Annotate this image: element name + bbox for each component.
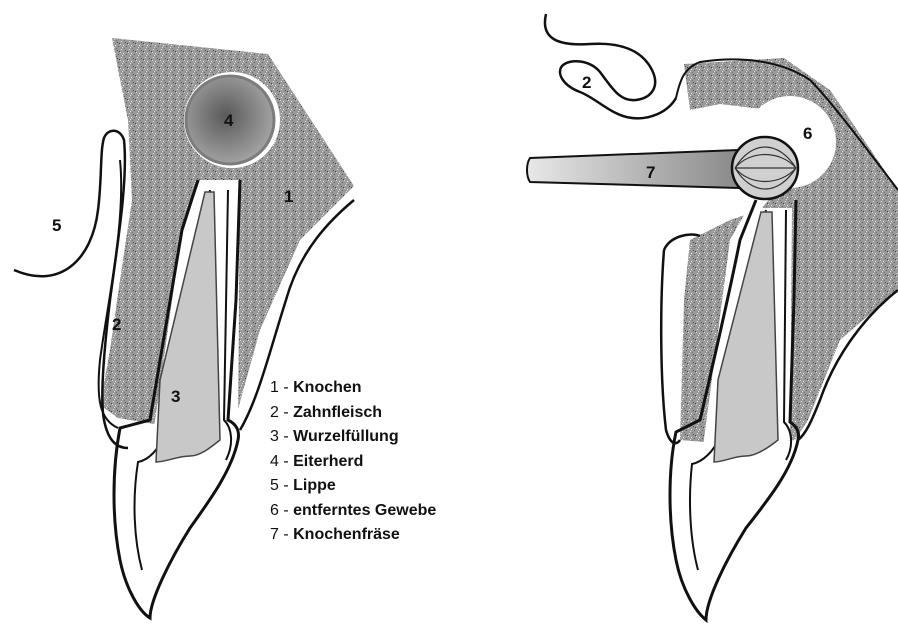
marker-removed-tissue: 6 xyxy=(803,124,812,143)
marker-gum-right: 2 xyxy=(582,73,591,92)
right-gum xyxy=(545,14,676,118)
legend-item: 2 - Zahnfleisch xyxy=(270,401,436,426)
bur-shaft xyxy=(527,150,738,188)
legend-item: 4 - Eiterherd xyxy=(270,450,436,475)
marker-gum-left: 2 xyxy=(112,315,121,334)
legend-item: 5 - Lippe xyxy=(270,474,436,499)
bur-head xyxy=(732,137,798,199)
marker-root-filling: 3 xyxy=(171,387,180,406)
legend-item: 6 - entferntes Gewebe xyxy=(270,499,436,524)
marker-abscess: 4 xyxy=(224,111,234,130)
right-figure: 2 6 7 xyxy=(527,14,898,620)
legend-item: 3 - Wurzelfüllung xyxy=(270,425,436,450)
legend-item: 1 - Knochen xyxy=(270,376,436,401)
legend-item: 7 - Knochenfräse xyxy=(270,523,436,548)
marker-bone: 1 xyxy=(284,187,293,206)
marker-lip: 5 xyxy=(52,216,61,235)
marker-bur: 7 xyxy=(646,163,655,182)
legend: 1 - Knochen 2 - Zahnfleisch 3 - Wurzelfü… xyxy=(270,376,436,548)
